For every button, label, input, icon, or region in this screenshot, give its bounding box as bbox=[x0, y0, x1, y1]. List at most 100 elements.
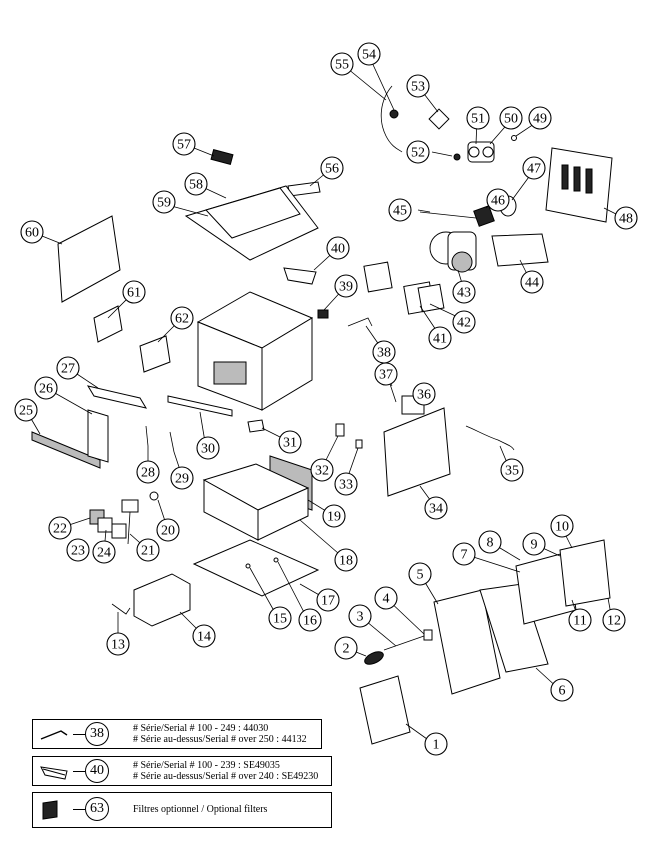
callout-circle bbox=[136, 460, 160, 484]
part-filter-61 bbox=[93, 305, 123, 343]
callout-label: 25 bbox=[19, 404, 33, 419]
callout-label: 31 bbox=[283, 436, 297, 451]
callout-label: 1 bbox=[433, 738, 440, 753]
part-switch-32 bbox=[335, 423, 345, 437]
callout-29: 29 bbox=[170, 466, 194, 490]
legend-line1: # Série/Serial # 100 - 249 : 44030 bbox=[133, 723, 269, 734]
callout-23: 23 bbox=[66, 538, 90, 562]
callout-8: 8 bbox=[478, 530, 502, 554]
callout-circle bbox=[156, 518, 180, 542]
callout-25: 25 bbox=[14, 398, 38, 422]
part-valve-50 bbox=[467, 141, 495, 163]
part-knob-20 bbox=[149, 491, 159, 501]
part-screw-52 bbox=[453, 153, 461, 161]
callout-circle bbox=[56, 356, 80, 380]
part-nut-49 bbox=[511, 135, 517, 141]
callout-circle bbox=[412, 382, 436, 406]
callout-label: 56 bbox=[325, 162, 339, 177]
part-bin-24 bbox=[111, 523, 127, 539]
callout-circle bbox=[20, 220, 44, 244]
callout-36: 36 bbox=[412, 382, 436, 406]
rod-icon bbox=[39, 727, 69, 746]
arrow-icon bbox=[73, 771, 85, 772]
callout-circle bbox=[172, 132, 196, 156]
callout-label: 41 bbox=[433, 332, 447, 347]
callout-circle bbox=[122, 280, 146, 304]
callout-circle bbox=[452, 310, 476, 334]
callout-circle bbox=[357, 42, 381, 66]
callout-circle bbox=[106, 632, 130, 656]
callout-7: 7 bbox=[452, 542, 476, 566]
callout-44: 44 bbox=[520, 270, 544, 294]
callout-24: 24 bbox=[92, 540, 116, 564]
part-knob-54 bbox=[389, 109, 399, 119]
callout-26: 26 bbox=[34, 376, 58, 400]
part-sensor-33 bbox=[355, 439, 363, 449]
legend-line1: Filtres optionnel / Optional filters bbox=[133, 804, 268, 815]
callout-label: 3 bbox=[357, 610, 364, 625]
callout-12: 12 bbox=[602, 608, 626, 632]
part-handle-2 bbox=[364, 651, 384, 665]
part-frame-10 bbox=[559, 539, 611, 607]
callout-circle bbox=[334, 472, 358, 496]
legend-callout: 63 bbox=[85, 797, 109, 821]
part-bracket-21 bbox=[121, 499, 139, 513]
callout-circle bbox=[424, 732, 448, 756]
callout-circle bbox=[310, 458, 334, 482]
callout-label: 35 bbox=[505, 464, 519, 479]
callout-54: 54 bbox=[357, 42, 381, 66]
callout-47: 47 bbox=[522, 156, 546, 180]
callout-label: 43 bbox=[457, 286, 471, 301]
callout-circle bbox=[334, 274, 358, 298]
callout-circle bbox=[408, 562, 432, 586]
legend-line2: # Série au-dessus/Serial # over 250 : 44… bbox=[133, 734, 307, 745]
callout-37: 37 bbox=[374, 362, 398, 386]
callout-label: 30 bbox=[201, 442, 215, 457]
callout-label: 53 bbox=[411, 80, 425, 95]
callout-circle bbox=[406, 74, 430, 98]
callout-circle bbox=[528, 106, 552, 130]
part-clip-39 bbox=[317, 309, 329, 319]
callout-circle bbox=[170, 466, 194, 490]
callout-label: 21 bbox=[141, 544, 155, 559]
callout-circle bbox=[298, 608, 322, 632]
callout-label: 59 bbox=[157, 196, 171, 211]
callout-circle bbox=[320, 156, 344, 180]
baffle-icon bbox=[39, 763, 71, 786]
callout-label: 37 bbox=[379, 368, 393, 383]
callout-label: 16 bbox=[303, 614, 317, 629]
callout-label: 18 bbox=[339, 554, 353, 569]
callout-label: 58 bbox=[189, 178, 203, 193]
part-glass-frame-6 bbox=[479, 583, 549, 673]
callout-label: 4 bbox=[383, 592, 390, 607]
legend-callout: 40 bbox=[85, 759, 109, 783]
callout-label: 9 bbox=[531, 538, 538, 553]
part-cover-41 bbox=[417, 283, 445, 313]
callout-circle bbox=[452, 542, 476, 566]
callout-label: 45 bbox=[393, 204, 407, 219]
callout-circle bbox=[334, 636, 358, 660]
callout-circle bbox=[568, 608, 592, 632]
callout-label: 27 bbox=[61, 362, 75, 377]
callout-circle bbox=[486, 188, 510, 212]
legend-line1: # Série/Serial # 100 - 239 : SE49035 bbox=[133, 760, 280, 771]
callout-circle bbox=[372, 340, 396, 364]
callout-31: 31 bbox=[278, 430, 302, 454]
part-drawer-14 bbox=[133, 573, 191, 627]
callout-label: 50 bbox=[504, 112, 518, 127]
callout-circle bbox=[424, 496, 448, 520]
arrow-icon bbox=[73, 809, 85, 810]
part-base-17 bbox=[192, 539, 320, 597]
callout-60: 60 bbox=[20, 220, 44, 244]
callout-circle bbox=[550, 514, 574, 538]
callout-35: 35 bbox=[500, 458, 524, 482]
callout-3: 3 bbox=[348, 604, 372, 628]
callout-51: 51 bbox=[466, 106, 490, 130]
callout-label: 15 bbox=[273, 612, 287, 627]
part-gasket-53 bbox=[428, 108, 450, 130]
callout-label: 44 bbox=[525, 276, 539, 291]
part-pin-29 bbox=[169, 431, 175, 453]
part-bin-23 bbox=[97, 517, 113, 533]
callout-22: 22 bbox=[48, 516, 72, 540]
part-side-panel-60 bbox=[57, 215, 121, 303]
